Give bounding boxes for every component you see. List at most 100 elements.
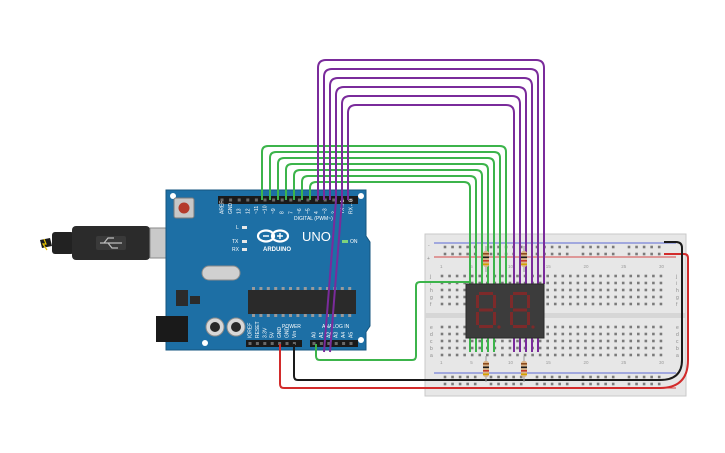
breadboard-hole[interactable] bbox=[584, 281, 587, 285]
breadboard-hole[interactable] bbox=[606, 346, 610, 350]
breadboard-hole[interactable] bbox=[440, 353, 444, 357]
breadboard-hole[interactable] bbox=[561, 325, 565, 329]
breadboard-hole[interactable] bbox=[591, 332, 595, 336]
breadboard-hole[interactable] bbox=[621, 332, 625, 336]
breadboard-hole[interactable] bbox=[516, 281, 519, 285]
breadboard-hole[interactable] bbox=[553, 353, 557, 357]
breadboard-hole[interactable] bbox=[470, 339, 474, 343]
rail-hole[interactable] bbox=[458, 382, 462, 386]
rail-hole[interactable] bbox=[558, 382, 561, 386]
power-jack[interactable] bbox=[156, 316, 188, 342]
breadboard-hole[interactable] bbox=[629, 274, 633, 278]
breadboard-hole[interactable] bbox=[546, 302, 549, 306]
breadboard-hole[interactable] bbox=[659, 295, 663, 299]
breadboard-hole[interactable] bbox=[644, 325, 648, 329]
breadboard-hole[interactable] bbox=[652, 281, 655, 285]
breadboard-hole[interactable] bbox=[629, 302, 633, 306]
rail-hole[interactable] bbox=[635, 245, 638, 249]
breadboard-hole[interactable] bbox=[614, 353, 617, 357]
breadboard-hole[interactable] bbox=[576, 288, 580, 292]
breadboard-hole[interactable] bbox=[478, 281, 482, 285]
rail-hole[interactable] bbox=[635, 382, 638, 386]
rail-hole[interactable] bbox=[635, 252, 638, 256]
breadboard-hole[interactable] bbox=[652, 353, 655, 357]
breadboard-hole[interactable] bbox=[501, 274, 504, 278]
breadboard-hole[interactable] bbox=[440, 325, 444, 329]
header-pin-hole[interactable] bbox=[263, 342, 267, 345]
rail-hole[interactable] bbox=[596, 245, 600, 249]
breadboard-hole[interactable] bbox=[508, 339, 512, 343]
rail-hole[interactable] bbox=[550, 375, 554, 379]
breadboard-hole[interactable] bbox=[440, 302, 444, 306]
breadboard-hole[interactable] bbox=[448, 325, 451, 329]
header-pin-hole[interactable] bbox=[292, 342, 296, 345]
breadboard-hole[interactable] bbox=[501, 346, 504, 350]
breadboard-hole[interactable] bbox=[546, 346, 549, 350]
breadboard-hole[interactable] bbox=[621, 353, 625, 357]
reset-button[interactable] bbox=[173, 197, 195, 219]
breadboard-hole[interactable] bbox=[652, 302, 655, 306]
breadboard-hole[interactable] bbox=[621, 302, 625, 306]
rail-hole[interactable] bbox=[565, 245, 569, 249]
rail-hole[interactable] bbox=[657, 382, 661, 386]
rail-hole[interactable] bbox=[543, 382, 546, 386]
breadboard-hole[interactable] bbox=[599, 274, 602, 278]
breadboard-hole[interactable] bbox=[440, 274, 444, 278]
breadboard-hole[interactable] bbox=[569, 295, 572, 299]
rail-hole[interactable] bbox=[627, 382, 631, 386]
breadboard-hole[interactable] bbox=[621, 339, 625, 343]
breadboard-hole[interactable] bbox=[448, 274, 451, 278]
rail-hole[interactable] bbox=[458, 245, 462, 249]
breadboard-hole[interactable] bbox=[508, 353, 512, 357]
breadboard-hole[interactable] bbox=[463, 332, 466, 336]
breadboard-hole[interactable] bbox=[659, 288, 663, 292]
rail-hole[interactable] bbox=[650, 375, 653, 379]
green-jumper-wire[interactable] bbox=[277, 157, 495, 284]
breadboard-hole[interactable] bbox=[553, 332, 557, 336]
rail-hole[interactable] bbox=[596, 382, 600, 386]
breadboard-hole[interactable] bbox=[591, 281, 595, 285]
breadboard-hole[interactable] bbox=[584, 332, 587, 336]
rail-hole[interactable] bbox=[642, 245, 646, 249]
header-pin-hole[interactable] bbox=[349, 198, 353, 202]
rail-hole[interactable] bbox=[650, 245, 653, 249]
rail-hole[interactable] bbox=[611, 382, 615, 386]
rail-hole[interactable] bbox=[489, 382, 493, 386]
breadboard-hole[interactable] bbox=[463, 339, 466, 343]
purple-jumper-wire[interactable] bbox=[329, 199, 343, 353]
breadboard-hole[interactable] bbox=[606, 274, 610, 278]
breadboard-hole[interactable] bbox=[478, 353, 482, 357]
rail-hole[interactable] bbox=[489, 375, 493, 379]
breadboard-hole[interactable] bbox=[531, 353, 534, 357]
breadboard-hole[interactable] bbox=[463, 353, 466, 357]
breadboard-hole[interactable] bbox=[621, 346, 625, 350]
rail-hole[interactable] bbox=[512, 375, 515, 379]
rail-hole[interactable] bbox=[642, 252, 646, 256]
breadboard-hole[interactable] bbox=[553, 346, 557, 350]
rail-hole[interactable] bbox=[558, 252, 561, 256]
breadboard-hole[interactable] bbox=[629, 332, 633, 336]
header-pin-hole[interactable] bbox=[278, 342, 282, 345]
breadboard-hole[interactable] bbox=[599, 295, 602, 299]
breadboard-hole[interactable] bbox=[591, 346, 595, 350]
rail-hole[interactable] bbox=[627, 252, 631, 256]
rail-hole[interactable] bbox=[489, 245, 493, 249]
breadboard-hole[interactable] bbox=[652, 332, 655, 336]
breadboard-hole[interactable] bbox=[606, 295, 610, 299]
rail-hole[interactable] bbox=[550, 382, 554, 386]
breadboard-hole[interactable] bbox=[659, 325, 663, 329]
breadboard-hole[interactable] bbox=[644, 302, 648, 306]
breadboard-hole[interactable] bbox=[606, 325, 610, 329]
header-pin-hole[interactable] bbox=[312, 342, 316, 345]
breadboard-hole[interactable] bbox=[569, 353, 572, 357]
breadboard-hole[interactable] bbox=[652, 346, 655, 350]
breadboard-hole[interactable] bbox=[629, 295, 633, 299]
breadboard-hole[interactable] bbox=[561, 346, 565, 350]
breadboard-hole[interactable] bbox=[606, 288, 610, 292]
rail-hole[interactable] bbox=[596, 252, 600, 256]
breadboard-hole[interactable] bbox=[463, 295, 466, 299]
rail-hole[interactable] bbox=[558, 375, 561, 379]
rail-hole[interactable] bbox=[604, 375, 607, 379]
breadboard-hole[interactable] bbox=[614, 346, 617, 350]
